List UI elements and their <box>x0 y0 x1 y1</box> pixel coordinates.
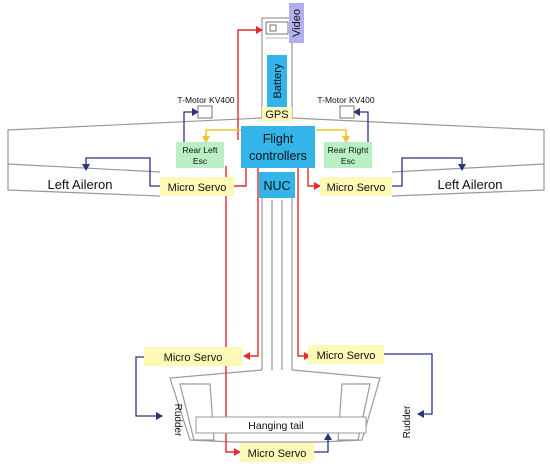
esc-left-label-line1: Rear Left <box>183 145 219 155</box>
wire-video-link <box>237 26 263 140</box>
wire-bottom-servo <box>225 166 241 456</box>
gps-label: GPS <box>265 109 288 121</box>
motor-right <box>339 105 355 119</box>
link-left-aileron <box>82 157 160 187</box>
motor-left-label: T-Motor KV400 <box>177 95 234 105</box>
esc-right-label-line2: Esc <box>341 156 356 166</box>
servo-bottom-box <box>240 443 314 462</box>
servo-wing-left-box <box>160 177 234 196</box>
tail-left-fin <box>179 383 215 441</box>
aileron-right-label: Left Aileron <box>437 177 502 192</box>
link-left-rudder <box>135 356 163 420</box>
flight-controller-label-line1: Flight <box>263 132 294 146</box>
fuselage-boom <box>261 196 293 370</box>
link-left-motor <box>183 108 199 148</box>
hanging-tail-box <box>195 416 367 434</box>
wire-wing-servo-right <box>307 166 321 190</box>
servo-wing-left-label: Micro Servo <box>168 182 227 194</box>
esc-left-label-line2: Esc <box>193 156 208 166</box>
servo-wing-right-box <box>320 177 392 196</box>
servo-tail-right-box <box>308 345 384 364</box>
nuc-label: NUC <box>263 179 290 193</box>
battery-box <box>267 55 287 107</box>
servo-wing-right-label: Micro Servo <box>327 182 386 194</box>
hanging-tail-label: Hanging tail <box>248 420 303 432</box>
servo-tail-right-label: Micro Servo <box>317 350 376 362</box>
main-wing <box>7 117 545 197</box>
link-right-aileron <box>392 157 466 187</box>
power-left-esc <box>202 129 244 143</box>
motor-left <box>197 105 213 119</box>
rudder-right-label: Rudder <box>402 405 413 438</box>
camera-icon <box>265 21 289 39</box>
nuc-box <box>259 172 295 198</box>
video-label: Video <box>291 9 303 37</box>
rudder-left-label: Rudder <box>172 404 183 437</box>
wire-tail-servo-right <box>297 166 311 360</box>
components: Video Battery GPS T-Motor KV400 T-Motor … <box>47 3 503 462</box>
esc-right-label-line1: Rear Right <box>328 145 369 155</box>
video-box <box>289 3 304 43</box>
link-hanging-tail <box>314 433 332 453</box>
battery-label: Battery <box>272 63 284 98</box>
wiring <box>82 26 466 456</box>
servo-tail-left-box <box>144 347 242 366</box>
motor-right-label: T-Motor KV400 <box>317 95 374 105</box>
flight-controller-box <box>241 126 315 168</box>
tail-plane <box>169 369 381 443</box>
gps-box <box>262 107 292 121</box>
link-right-rudder <box>384 353 433 418</box>
servo-bottom-label: Micro Servo <box>248 448 307 460</box>
esc-right-box <box>324 142 372 168</box>
link-right-motor <box>353 108 369 148</box>
aileron-left-label: Left Aileron <box>47 177 112 192</box>
wire-tail-servo-left <box>243 166 259 360</box>
servo-tail-left-label: Micro Servo <box>164 352 223 364</box>
power-right-esc <box>316 129 350 143</box>
flight-controller-label-line2: controllers <box>249 149 307 163</box>
esc-left-box <box>176 142 224 168</box>
